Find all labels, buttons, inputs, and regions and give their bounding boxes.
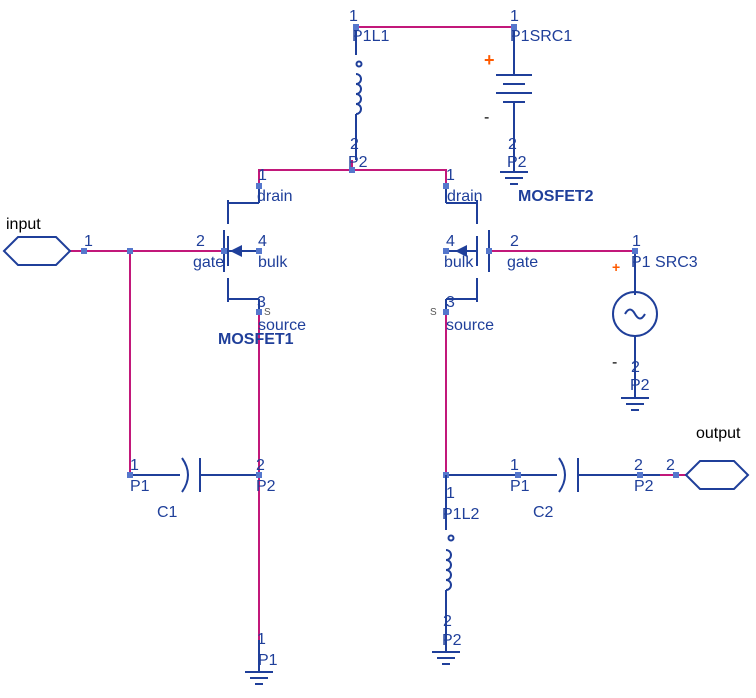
- src3-bottom-label: P2: [630, 377, 650, 394]
- c1-left-pin: 1: [130, 457, 139, 474]
- m1-source-label: source: [258, 317, 306, 334]
- c1-curved-plate: [181, 457, 189, 493]
- c1-pin-right: [256, 472, 262, 478]
- m2-bulk-pin: 4: [446, 233, 455, 250]
- l2-top-pin: 1: [446, 485, 455, 502]
- src3-sine: [624, 308, 646, 320]
- src3-pin-top: [632, 248, 638, 254]
- output-port[interactable]: output 2: [666, 425, 750, 490]
- output-port-pin: 2: [666, 457, 675, 474]
- l1-top-label: P1L1: [352, 28, 389, 45]
- c2-name: C2: [533, 504, 554, 521]
- c2-curved-plate: [558, 457, 566, 493]
- m1-drain-label: drain: [257, 188, 293, 205]
- src1-top-label: P1SRC1: [510, 28, 572, 45]
- c2-pin-right: [637, 472, 643, 478]
- c2-right-pin: 2: [634, 457, 643, 474]
- m1-drain-pin: 1: [258, 167, 267, 184]
- junction-input: [127, 248, 133, 254]
- input-port-label: input: [6, 216, 41, 233]
- l1-dot: [355, 60, 363, 68]
- m2-name: MOSFET2: [518, 188, 594, 205]
- output-pin-marker: [673, 472, 679, 478]
- src1-bottom-pin: 2: [508, 136, 517, 153]
- m2-bulk-label: bulk: [444, 254, 474, 271]
- input-port-pin: 1: [84, 233, 93, 250]
- mosfet1[interactable]: 1 drain 2 gate 4 bulk 3 S source MOSFET1: [193, 167, 306, 348]
- c2-left-pin: 1: [510, 457, 519, 474]
- c1-right-pin: 2: [256, 457, 265, 474]
- m1-pin-gate: [221, 248, 227, 254]
- output-port-label: output: [696, 425, 741, 442]
- l1-top-pin: 1: [349, 8, 358, 25]
- l2-coil: [445, 549, 452, 591]
- inductor-l2[interactable]: 1 P1L2 2 P2: [432, 475, 479, 665]
- wires: [70, 26, 686, 662]
- src1-top-pin: 1: [510, 8, 519, 25]
- inductor-l1[interactable]: 1 P1L1 2 P2: [348, 8, 389, 173]
- m1-bulk-label: bulk: [258, 254, 288, 271]
- m1-pin-drain: [256, 183, 262, 189]
- dc-source-src1[interactable]: 1 P1SRC1 + - 2 P2: [484, 8, 572, 185]
- l1-bottom-pin: 2: [350, 136, 359, 153]
- input-pin-marker: [81, 248, 87, 254]
- m2-source-pin: 3: [446, 294, 455, 311]
- m2-bulk-arrow: [455, 245, 467, 257]
- gnd-label: P1: [258, 652, 278, 669]
- src3-top-pin: 1: [632, 233, 641, 250]
- src3-plus: +: [612, 259, 620, 275]
- c1-pin-left: [127, 472, 133, 478]
- gnd-pin: 1: [257, 631, 266, 648]
- m2-source-label: source: [446, 317, 494, 334]
- c2-right-label: P2: [634, 478, 654, 495]
- m2-pin-source: [443, 309, 449, 315]
- m2-pin-drain: [443, 183, 449, 189]
- ground-bottom-left[interactable]: 1 P1: [245, 631, 278, 685]
- ac-source-src3[interactable]: 1 P1 SRC3 + - 2 P2: [612, 233, 698, 411]
- src3-minus: -: [612, 354, 617, 371]
- l2-top-label: P1L2: [442, 506, 479, 523]
- src1-minus: -: [484, 109, 489, 126]
- src1-bottom-label: P2: [507, 154, 527, 171]
- c1-name: C1: [157, 504, 178, 521]
- m1-mark: S: [264, 307, 271, 318]
- src3-top-label: P1 SRC3: [631, 254, 698, 271]
- src1-pin-top: [511, 24, 517, 30]
- src3-bottom-pin: 2: [631, 359, 640, 376]
- m1-bulk-arrow: [230, 245, 242, 257]
- m2-pin-gate: [486, 248, 492, 254]
- l2-bottom-label: P2: [442, 632, 462, 649]
- m1-pin-bulk: [256, 248, 262, 254]
- m1-name: MOSFET1: [218, 331, 294, 348]
- m2-pin-bulk: [443, 248, 449, 254]
- m1-pin-source: [256, 309, 262, 315]
- m2-gate-label: gate: [507, 254, 538, 271]
- l2-dot: [447, 534, 455, 542]
- l1-pin-top: [353, 24, 359, 30]
- m1-gate-pin: 2: [196, 233, 205, 250]
- c2-pin-left: [515, 472, 521, 478]
- m1-source-pin: 3: [257, 294, 266, 311]
- l2-bottom-pin: 2: [443, 613, 452, 630]
- output-port-shape: [684, 460, 750, 490]
- input-port-shape: [2, 236, 72, 266]
- l1-coil: [355, 73, 362, 115]
- m1-gate-label: gate: [193, 254, 224, 271]
- input-port[interactable]: input 1: [2, 216, 93, 266]
- l1-bottom-label: P2: [348, 154, 368, 171]
- c1-left-label: P1: [130, 478, 150, 495]
- mosfet2[interactable]: 1 drain MOSFET2 2 gate 4 bulk 3 S source: [430, 167, 594, 334]
- m1-bulk-pin: 4: [258, 233, 267, 250]
- m2-drain-label: drain: [447, 188, 483, 205]
- m2-mark: S: [430, 307, 437, 318]
- c2-left-label: P1: [510, 478, 530, 495]
- c1-right-label: P2: [256, 478, 276, 495]
- m2-gate-pin: 2: [510, 233, 519, 250]
- junction-l1-bus: [349, 167, 355, 173]
- src1-plus: +: [484, 50, 495, 70]
- capacitor-c1[interactable]: 1 P1 2 P2 C1: [127, 457, 276, 521]
- m2-drain-pin: 1: [446, 167, 455, 184]
